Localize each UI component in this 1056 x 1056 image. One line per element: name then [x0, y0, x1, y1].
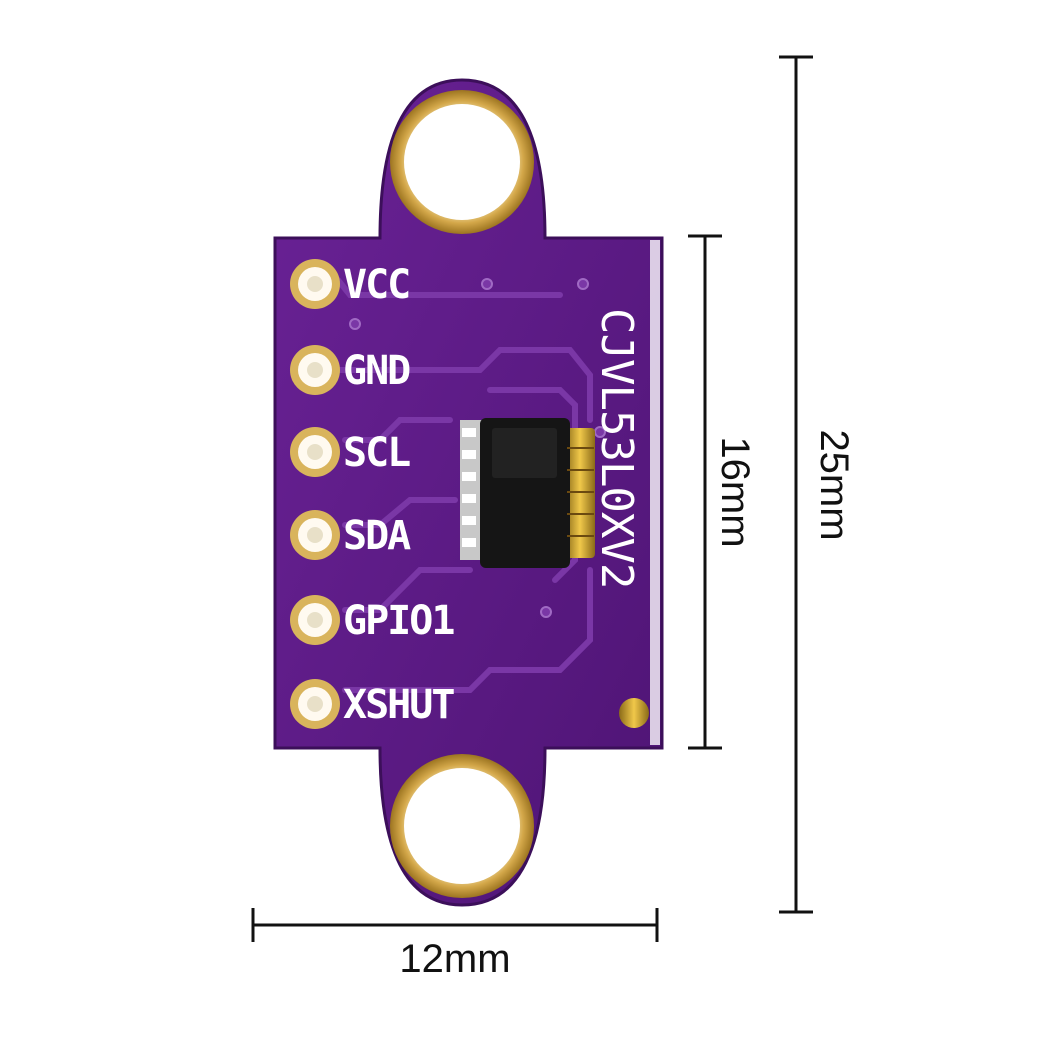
pin-label-gpio1: GPIO1	[343, 598, 454, 644]
pin-pad-xshut	[290, 679, 340, 729]
total-height-dimension-label: 25mm	[812, 429, 856, 540]
pin-label-xshut: XSHUT	[343, 682, 454, 728]
inner-height-dimension	[688, 234, 722, 750]
pin-labels: VCC GND SCL SDA GPIO1 XSHUT	[343, 262, 456, 728]
pin-pad-gpio1	[290, 595, 340, 645]
mounting-hole-top	[390, 90, 534, 234]
pin-label-vcc: VCC	[343, 262, 409, 308]
inner-height-dimension-label: 16mm	[713, 436, 757, 547]
corner-pad	[619, 698, 649, 728]
vias	[349, 278, 606, 618]
width-dimension	[251, 908, 659, 942]
model-label: CJVL53L0XV2	[591, 308, 642, 588]
pin-label-sda: SDA	[343, 513, 411, 559]
width-dimension-label: 12mm	[399, 937, 510, 981]
vl53l0x-sensor-chip	[460, 418, 595, 568]
pin-pad-gnd	[290, 345, 340, 395]
pin-pad-scl	[290, 427, 340, 477]
header-pin-pads	[290, 259, 340, 729]
pin-pad-vcc	[290, 259, 340, 309]
pcb-traces	[335, 277, 593, 693]
pin-label-scl: SCL	[343, 430, 410, 476]
mounting-hole-bottom	[390, 754, 534, 898]
total-height-dimension	[779, 55, 813, 914]
pin-pad-sda	[290, 510, 340, 560]
pin-label-gnd: GND	[343, 348, 410, 394]
